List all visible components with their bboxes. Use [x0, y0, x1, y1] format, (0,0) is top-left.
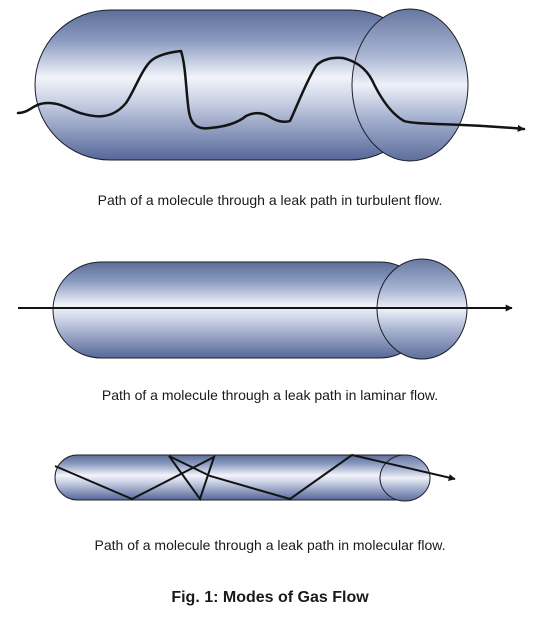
molecular-leak-tube	[54, 454, 426, 501]
laminar-flow-caption: Path of a molecule through a leak path i…	[101, 387, 439, 403]
molecular-flow-caption: Path of a molecule through a leak path i…	[94, 537, 446, 553]
molecular-tube-end	[379, 454, 431, 502]
laminar-flow-panel	[18, 258, 513, 360]
laminar-leak-tube	[52, 261, 429, 359]
molecular-molecule-path	[54, 453, 456, 502]
turbulent-tube-end	[351, 8, 469, 162]
figure-title: Fig. 1: Modes of Gas Flow	[171, 589, 369, 606]
turbulent-flow-panel	[16, 8, 526, 162]
turbulent-flow-caption: Path of a molecule through a leak path i…	[97, 192, 443, 208]
turbulent-molecule-path	[16, 49, 526, 132]
molecular-flow-panel	[54, 453, 456, 502]
